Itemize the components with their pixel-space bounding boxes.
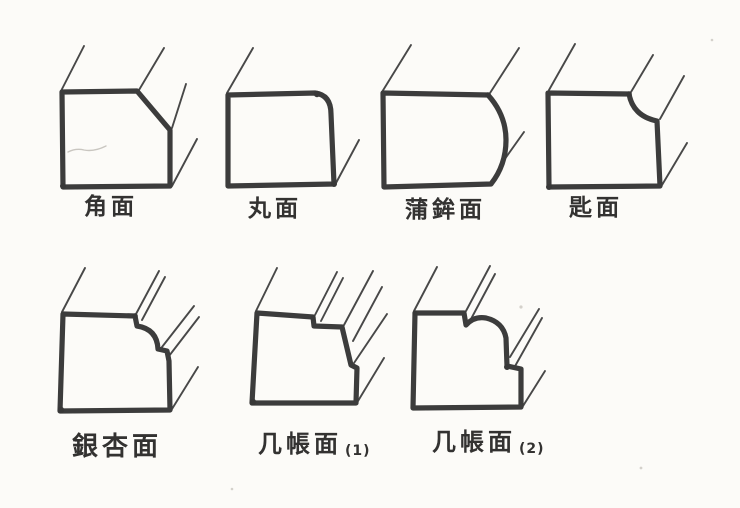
figure-label-kaku-men: 角面 [84, 196, 138, 219]
label-text: 角面 [84, 194, 138, 220]
figure-kamaboko-men-drawing [380, 44, 525, 190]
figure-kicho-men-2-drawing [410, 265, 546, 411]
figure-label-saji-men: 匙面 [569, 197, 623, 220]
label-text: 几帳面 [258, 430, 342, 458]
figure-label-kicho-men-1: 几帳面(1) [258, 432, 371, 458]
figure-label-maru-men: 丸面 [248, 198, 302, 221]
figure-saji-men-drawing [545, 43, 688, 190]
label-text: 匙面 [569, 195, 623, 221]
label-suffix: (1) [345, 443, 371, 459]
figure-label-icho-men: 銀杏面 [72, 434, 162, 460]
label-text: 丸面 [248, 196, 302, 222]
label-text: 銀杏面 [72, 432, 163, 462]
figure-maru-men-drawing [225, 47, 360, 189]
figure-label-kamaboko-men: 蒲鉾面 [405, 199, 486, 222]
figure-icho-men-drawing [57, 267, 200, 414]
figure-label-kicho-men-2: 几帳面(2) [432, 430, 545, 456]
paper-specks [230, 38, 714, 491]
label-text: 几帳面 [432, 428, 516, 456]
figure-kicho-men-1-drawing [249, 267, 388, 406]
label-suffix: (2) [519, 441, 545, 457]
figure-kaku-men-drawing [59, 45, 198, 190]
label-text: 蒲鉾面 [405, 197, 486, 223]
